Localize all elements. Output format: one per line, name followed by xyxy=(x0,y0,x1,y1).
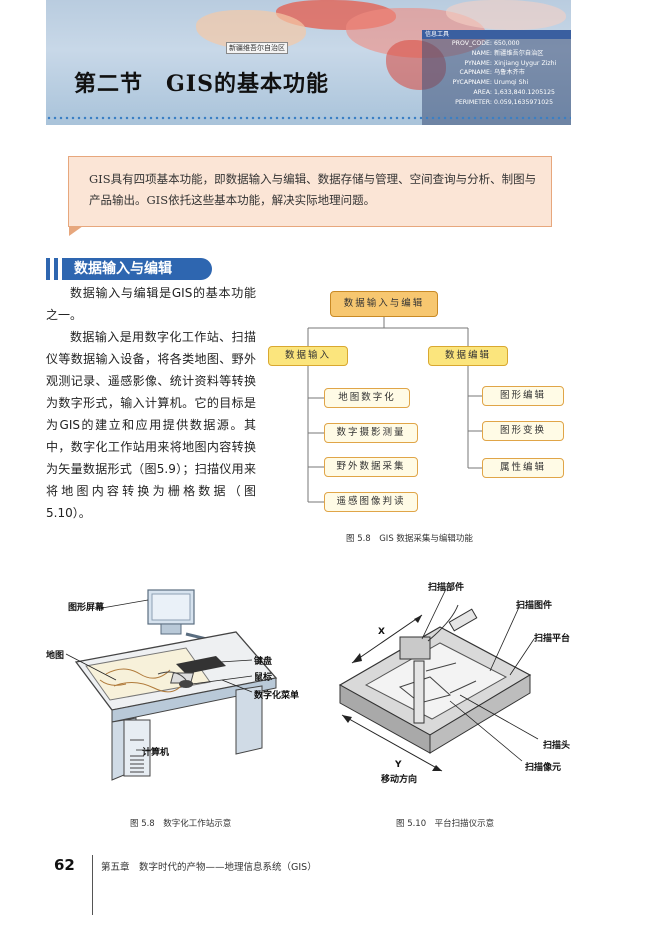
map-region-light xyxy=(446,0,566,30)
flow-leaf-node: 图形变换 xyxy=(482,421,564,441)
label-scan-head: 扫描头 xyxy=(543,741,571,751)
page-title: 第二节 GIS的基本功能 xyxy=(74,71,329,97)
info-row: AREA: 1,633,840.1205125 xyxy=(473,88,555,96)
header-banner: 新疆维吾尔自治区 第二节 GIS的基本功能 信息工具 PROV_CODE: 65… xyxy=(46,0,571,125)
heading-bar xyxy=(46,258,50,280)
flow-leaf-node: 地图数字化 xyxy=(324,388,410,408)
flow-leaf-node: 遥感图像判读 xyxy=(324,492,418,512)
label-digitizer-menu: 数字化菜单 xyxy=(254,691,300,701)
paragraph: 数据输入是用数字化工作站、扫描仪等数据输入设备，将各类地图、野外观测记录、遥感影… xyxy=(46,330,256,520)
attribute-info-panel: 信息工具 PROV_CODE: 650,000 NAME: 新疆维吾尔自治区 P… xyxy=(422,30,571,125)
label-move-direction: 移动方向 xyxy=(381,775,418,785)
section-heading: 数据输入与编辑 xyxy=(46,258,216,280)
label-x-axis: X xyxy=(378,627,385,637)
info-panel-heading: 信息工具 xyxy=(422,30,571,39)
flowchart: 数据输入与编辑 数据输入 数据编辑 地图数字化 数字摄影测量 野外数据采集 遥感… xyxy=(262,288,567,518)
info-row: NAME: 新疆维吾尔自治区 xyxy=(471,49,544,57)
label-scan-image: 扫描图件 xyxy=(516,601,553,611)
figure-caption: 图 5.10 平台扫描仪示意 xyxy=(396,819,495,829)
map-region-label: 新疆维吾尔自治区 xyxy=(226,42,288,54)
label-keyboard: 键盘 xyxy=(254,657,273,667)
label-y-axis: Y xyxy=(395,760,402,770)
digitizing-workstation-illustration xyxy=(65,589,278,781)
intro-box: GIS具有四项基本功能，即数据输入与编辑、数据存储与管理、空间查询与分析、制图与… xyxy=(68,156,552,236)
flow-node-edit: 数据编辑 xyxy=(428,346,508,366)
info-row: PYNAME: Xinjiang Uygur Zizhi xyxy=(464,59,557,67)
flow-node-input: 数据输入 xyxy=(268,346,348,366)
paragraph: 数据输入与编辑是GIS的基本功能之一。 xyxy=(46,286,256,322)
flow-root-node: 数据输入与编辑 xyxy=(330,291,438,317)
flow-leaf-node: 野外数据采集 xyxy=(324,457,418,477)
heading-bar xyxy=(54,258,58,280)
label-scan-part: 扫描部件 xyxy=(428,583,465,593)
info-row: PROV_CODE: 650,000 xyxy=(451,40,520,47)
figure-caption: 图 5.8 数字化工作站示意 xyxy=(130,819,232,829)
label-graphic-screen: 图形屏幕 xyxy=(68,603,105,613)
flow-leaf-node: 属性编辑 xyxy=(482,458,564,478)
label-mouse: 鼠标 xyxy=(254,673,273,683)
flow-leaf-node: 图形编辑 xyxy=(482,386,564,406)
info-row: CAPNAME: 乌鲁木齐市 xyxy=(459,69,525,77)
header-dotted-rule xyxy=(46,116,571,120)
info-row: PERIMETER: 0.059,1635971025 xyxy=(455,98,554,106)
label-map: 地图 xyxy=(46,651,65,661)
label-scan-platform: 扫描平台 xyxy=(534,634,571,644)
section-body: 数据输入与编辑是GIS的基本功能之一。 数据输入是用数字化工作站、扫描仪等数据输… xyxy=(46,282,256,524)
flowchart-connectors xyxy=(307,317,482,503)
label-scan-pixel: 扫描像元 xyxy=(525,763,562,773)
page-number: 62 xyxy=(54,856,75,874)
flow-leaf-node: 数字摄影测量 xyxy=(324,423,418,443)
chapter-title: 第五章 数字时代的产物——地理信息系统（GIS） xyxy=(101,862,317,873)
footer-divider xyxy=(92,855,93,915)
label-computer: 计算机 xyxy=(142,748,170,758)
figure-caption: 图 5.8 GIS 数据采集与编辑功能 xyxy=(346,534,473,544)
section-heading-label: 数据输入与编辑 xyxy=(62,258,212,280)
flatbed-scanner-illustration xyxy=(338,588,539,772)
info-row: PYCAPNAME: Urumqi Shi xyxy=(452,79,529,87)
